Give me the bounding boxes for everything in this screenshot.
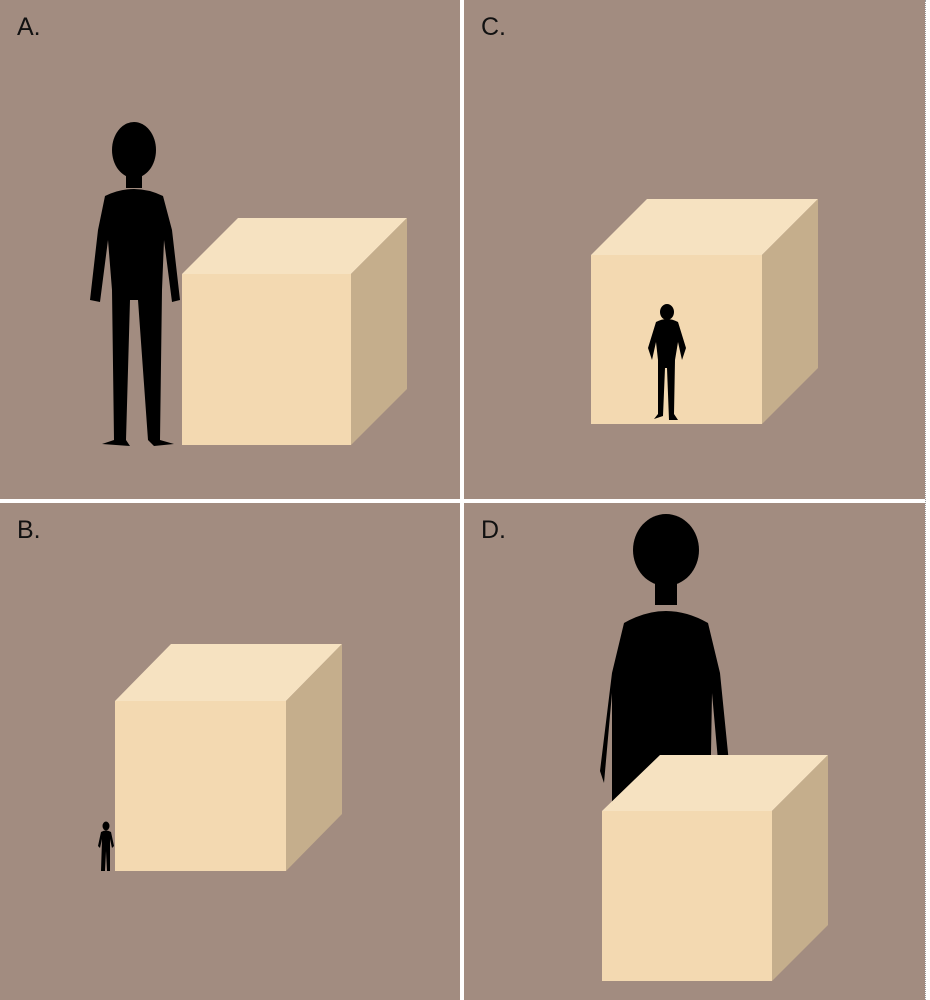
cube-front-face (182, 274, 351, 445)
panel-b: B. (0, 503, 460, 1000)
panel-c: C. (464, 0, 926, 499)
person-silhouette (98, 822, 114, 872)
panel-b-drawing (0, 503, 460, 1000)
panel-a: A. (0, 0, 460, 499)
panel-label: D. (481, 516, 506, 545)
panel-d-drawing (464, 503, 926, 1000)
panel-a-drawing (0, 0, 460, 499)
panel-label: B. (17, 516, 41, 545)
panel-c-drawing (464, 0, 926, 499)
panel-d: D. (464, 503, 926, 1000)
person-silhouette (90, 122, 180, 446)
panel-label: A. (17, 13, 41, 42)
page-edge (925, 0, 930, 1000)
panel-label: C. (481, 13, 506, 42)
cube-front-face (602, 811, 772, 981)
cube-front-face (115, 701, 286, 871)
